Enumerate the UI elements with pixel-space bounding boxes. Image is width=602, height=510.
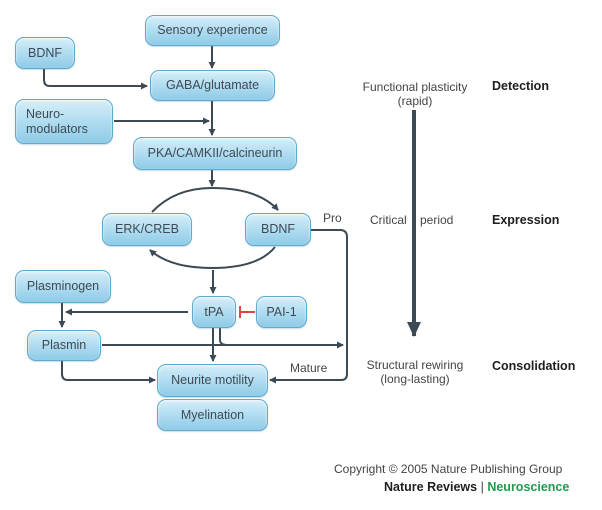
node-neuromodulators: Neuro-modulators (15, 99, 113, 144)
node-bdnf-loop: BDNF (245, 213, 311, 246)
edge-label-mature: Mature (290, 361, 328, 375)
node-gaba-glutamate: GABA/glutamate (150, 70, 275, 101)
arrow-bdnf-pro-to-neurite (269, 229, 348, 384)
node-tpa: tPA (192, 296, 236, 328)
journal-section: Neuroscience (487, 480, 570, 494)
node-neurite-motility: Neurite motility (157, 364, 268, 397)
node-pai1: PAI-1 (256, 296, 307, 328)
arrow-bdnf-to-erk (149, 246, 276, 270)
node-plasminogen: Plasminogen (15, 270, 111, 303)
arrow-tpa-to-rewiring-branch (219, 328, 229, 346)
timeline-middle-right: period (420, 213, 454, 227)
stage-consolidation: Consolidation (492, 359, 576, 373)
node-sensory-experience: Sensory experience (145, 15, 280, 46)
edge-label-pro: Pro (323, 211, 342, 225)
timeline-top-label: Functional plasticity(rapid) (362, 80, 468, 108)
node-myelination: Myelination (157, 399, 268, 431)
node-erk-creb: ERK/CREB (102, 213, 192, 246)
node-bdnf-top: BDNF (15, 37, 75, 69)
timeline-middle-left: Critical (370, 213, 407, 227)
stage-detection: Detection (492, 79, 549, 93)
journal-name: Nature Reviews (384, 480, 478, 494)
stage-expression: Expression (492, 213, 560, 227)
timeline-bottom-label: Structural rewiring(long-lasting) (366, 358, 464, 386)
journal-separator: | (480, 480, 484, 494)
node-plasmin: Plasmin (27, 330, 101, 361)
node-pka-camkii-calcineurin: PKA/CAMKII/calcineurin (133, 137, 297, 170)
arrow-erk-to-bdnf (151, 186, 279, 213)
arrow-bdnf-to-gaba (43, 69, 148, 90)
arrow-plasmin-to-neurite (61, 361, 156, 384)
copyright-text: Copyright © 2005 Nature Publishing Group (334, 462, 563, 476)
journal-credit: Nature Reviews | Neuroscience (384, 480, 569, 494)
